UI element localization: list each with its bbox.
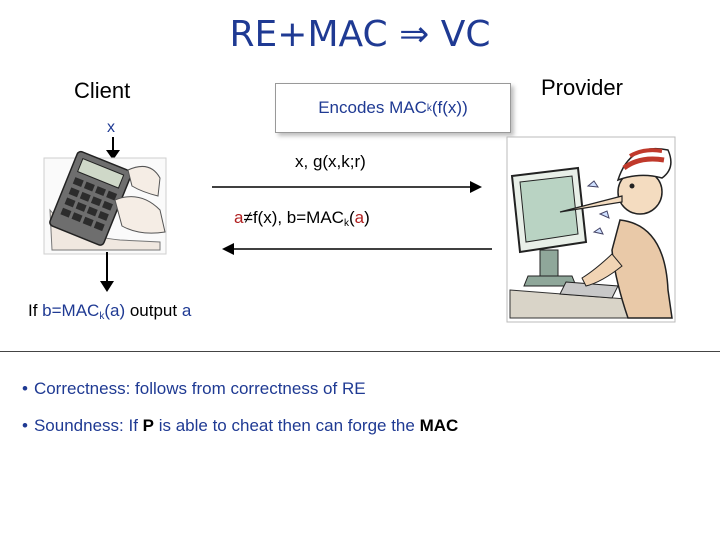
response-arrow-head bbox=[222, 243, 234, 255]
response-rest: f(x), b=MAC bbox=[252, 208, 344, 227]
callout-sub: k bbox=[426, 102, 432, 114]
bullet-text: follows from correctness of RE bbox=[130, 379, 366, 398]
response-open: ( bbox=[348, 208, 355, 227]
request-arrow-head bbox=[470, 181, 482, 193]
output-a: a bbox=[181, 301, 192, 320]
response-a: a bbox=[234, 208, 244, 227]
bullet-pre: If bbox=[123, 416, 143, 435]
divider-line bbox=[0, 351, 720, 352]
output-arrow-head bbox=[100, 281, 114, 292]
response-message: a≠f(x), b=MACk(a) bbox=[234, 208, 370, 229]
output-if: If bbox=[28, 301, 43, 320]
bullet-mid: is able to cheat then can forge the bbox=[154, 416, 420, 435]
output-b: b=MAC bbox=[42, 301, 100, 320]
provider-label: Provider bbox=[541, 75, 623, 100]
slide-title: RE+MAC ⇒ VC bbox=[229, 14, 491, 55]
calculator-illustration bbox=[43, 150, 167, 255]
bullet-dot: • bbox=[22, 379, 28, 398]
client-label: Client bbox=[74, 78, 131, 103]
bullet-head: Soundness: bbox=[33, 416, 124, 435]
callout-suffix: (f(x)) bbox=[431, 98, 468, 117]
request-message: x, g(x,k;r) bbox=[295, 152, 366, 171]
bullet-dot: • bbox=[22, 416, 28, 435]
response-sub: k bbox=[343, 218, 349, 229]
bullet-soundness: • Soundness: If P is able to cheat then c… bbox=[22, 416, 458, 436]
response-neq: ≠ bbox=[243, 208, 253, 227]
bullet-p: P bbox=[142, 416, 154, 435]
output-rule: If b=MACk(a) output a bbox=[28, 301, 191, 322]
output-arg: (a) bbox=[104, 301, 126, 320]
response-close: ) bbox=[364, 208, 370, 227]
callout-prefix: Encodes MAC bbox=[318, 98, 427, 117]
provider-cartoon bbox=[506, 136, 676, 323]
output-mid: output bbox=[125, 301, 182, 320]
bullet-head: Correctness: bbox=[33, 379, 131, 398]
input-arrow-head bbox=[106, 150, 120, 160]
output-sub: k bbox=[99, 311, 105, 322]
response-a2: a bbox=[354, 208, 365, 227]
input-x-label: x bbox=[107, 119, 115, 136]
bullet-correctness: • Correctness: follows from correctness o… bbox=[22, 379, 366, 399]
bullet-mac: MAC bbox=[419, 416, 459, 435]
